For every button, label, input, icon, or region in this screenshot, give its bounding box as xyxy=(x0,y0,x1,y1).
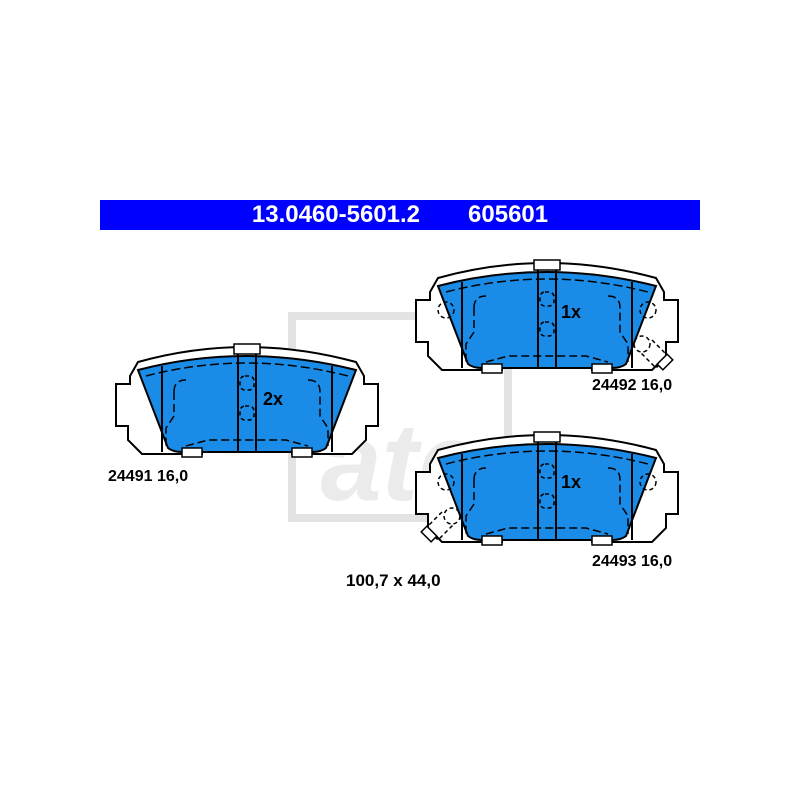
pad-label-left: 24491 16,0 xyxy=(108,468,188,486)
article-number: 24491 xyxy=(108,468,153,485)
short-code: 605601 xyxy=(468,201,549,228)
quantity-pad-left: 2x xyxy=(263,389,284,409)
pad-label-bottom-right: 24493 16,0 xyxy=(592,553,672,571)
pad-dimensions: 100,7 x 44,0 xyxy=(346,571,441,590)
thickness: 16,0 xyxy=(156,468,189,485)
part-number: 13.0460-5601.2 xyxy=(251,201,421,228)
article-number: 24493 xyxy=(592,553,637,570)
pad-label-top-right: 24492 16,0 xyxy=(592,377,672,395)
thickness: 16,0 xyxy=(640,553,673,570)
quantity-pad-bottom-right: 1x xyxy=(561,472,582,492)
thickness: 16,0 xyxy=(640,377,673,394)
brake-pad-bottom-right xyxy=(415,431,679,546)
brake-pad-top-right xyxy=(415,259,679,374)
quantity-pad-top-right: 1x xyxy=(561,302,582,322)
brake-pad-left xyxy=(115,343,379,458)
article-number: 24492 xyxy=(592,377,637,394)
part-number-header: 13.0460-5601.2 605601 xyxy=(100,200,700,230)
